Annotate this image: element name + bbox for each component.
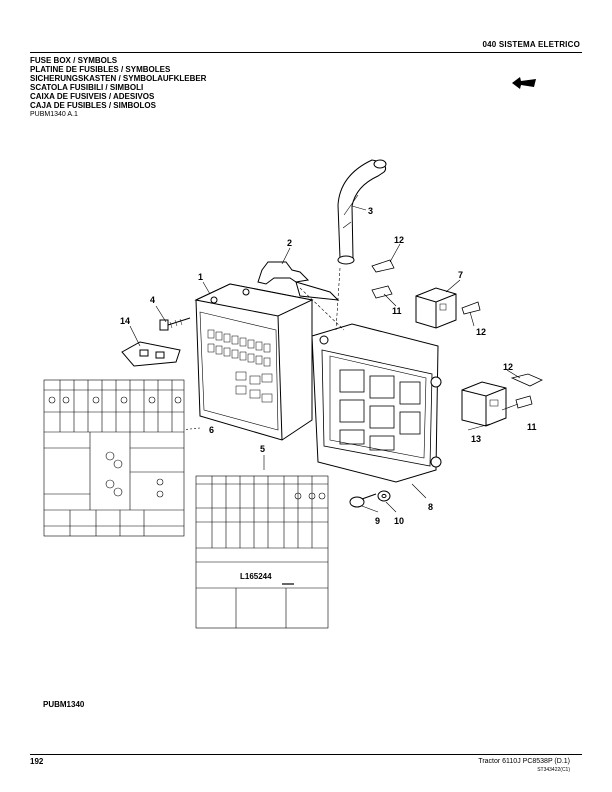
bolt-part — [349, 490, 391, 508]
illustration-reference: PUBM1340 A.1 — [30, 111, 78, 118]
title-line-fr: PLATINE DE FUSIBLES / SYMBOLES — [30, 65, 171, 74]
decal-sheet-left — [43, 379, 185, 537]
callout-3: 3 — [368, 206, 373, 216]
callout-6: 6 — [209, 425, 214, 435]
callout-1: 1 — [198, 272, 203, 282]
title-block: FUSE BOX / SYMBOLS PLATINE DE FUSIBLES /… — [30, 56, 206, 110]
section-title: 040 SISTEMA ELETRICO — [482, 40, 580, 49]
figure-code: PUBM1340 — [43, 700, 85, 709]
callout-2: 2 — [287, 238, 292, 248]
callout-13: 13 — [471, 434, 481, 444]
title-line-es: CAJA DE FUSIBLES / SIMBOLOS — [30, 101, 156, 110]
tube-part — [337, 159, 387, 265]
callout-5: 5 — [260, 444, 265, 454]
callout-10: 10 — [394, 516, 404, 526]
callout-12-right: 12 — [503, 362, 513, 372]
clip-part — [121, 341, 181, 367]
title-line-pt: CAIXA DE FUSIVEIS / ADESIVOS — [30, 92, 155, 101]
callout-12-middle: 12 — [476, 327, 486, 337]
callout-11-bottom: 11 — [527, 422, 537, 432]
callout-9: 9 — [375, 516, 380, 526]
screw-part — [159, 317, 191, 331]
relay-part-top — [415, 287, 457, 329]
footer-model: Tractor 6110J PC8538P (D.1) — [478, 758, 570, 765]
relay-part-bottom — [461, 381, 507, 427]
header-rule-top — [30, 52, 582, 53]
page-number: 192 — [30, 757, 44, 766]
title-line-en: FUSE BOX / SYMBOLS — [30, 56, 118, 65]
title-line-de: SICHERUNGSKASTEN / SYMBOLAUFKLEBER — [30, 74, 207, 83]
callout-8: 8 — [428, 502, 433, 512]
fuse-box-cover — [311, 323, 442, 483]
footer-code: ST343422(C1) — [537, 767, 570, 773]
decal-sheet-right — [195, 475, 329, 629]
bracket-part — [257, 261, 340, 301]
callout-4: 4 — [150, 295, 155, 305]
fuse-box-housing — [194, 283, 314, 441]
callout-7: 7 — [458, 270, 463, 280]
footer-info: Tractor 6110J PC8538P (D.1) ST343422(C1) — [478, 757, 570, 775]
callout-14: 14 — [120, 316, 130, 326]
footer-rule — [30, 754, 582, 755]
decal-part-label: L165244 — [240, 572, 272, 581]
callout-12-top: 12 — [394, 235, 404, 245]
title-line-it: SCATOLA FUSIBILI / SIMBOLI — [30, 83, 144, 92]
terminal-parts — [371, 259, 543, 409]
callout-11-top: 11 — [392, 306, 402, 316]
arrow-left-icon — [512, 76, 536, 95]
